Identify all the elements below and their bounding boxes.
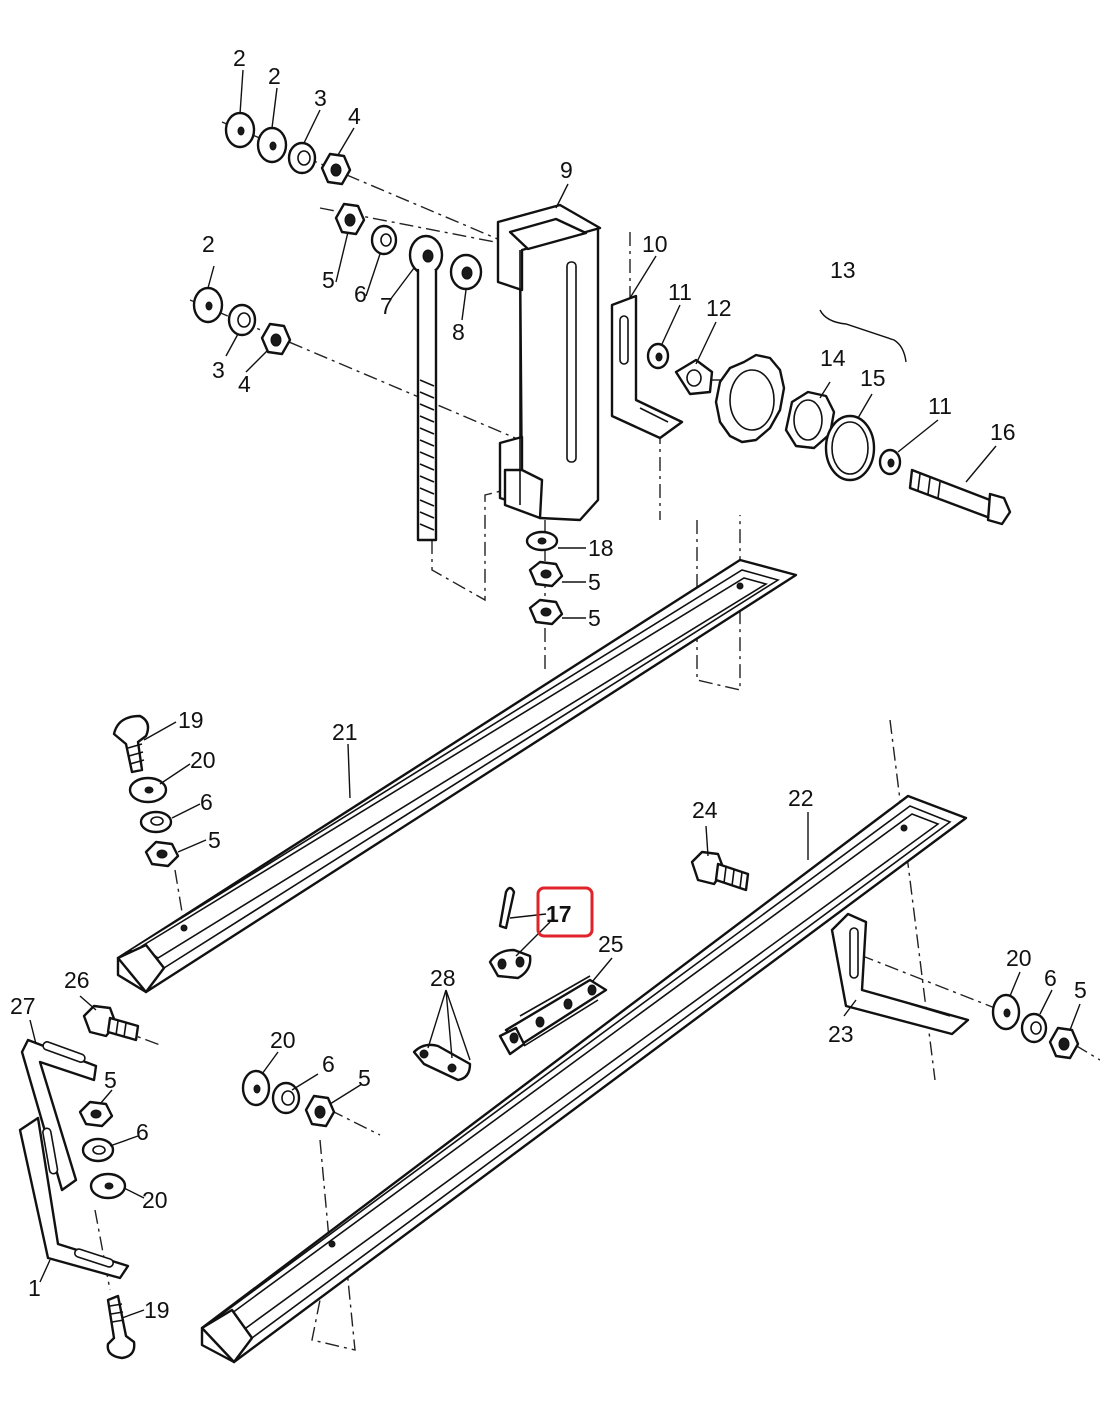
callout-7: 7 — [380, 293, 393, 319]
callout-17-highlight-box — [536, 886, 594, 938]
callout-6-d: 6 — [322, 1051, 335, 1077]
callout-20-d: 20 — [1006, 945, 1032, 971]
callout-6-c: 6 — [136, 1119, 149, 1145]
sprocket-assembly — [714, 309, 1012, 526]
callout-23: 23 — [828, 1021, 854, 1047]
callout-18: 18 — [588, 535, 614, 561]
callout-20-a: 20 — [190, 747, 216, 773]
callout-6-b: 6 — [200, 789, 213, 815]
bolt-24 — [690, 850, 750, 892]
callout-24: 24 — [692, 797, 718, 823]
callout-14: 14 — [820, 345, 846, 371]
callout-21: 21 — [332, 719, 358, 745]
callout-11-a: 11 — [668, 279, 692, 305]
callout-10: 10 — [642, 231, 668, 257]
callout-1: 1 — [28, 1275, 41, 1301]
callout-25: 25 — [598, 931, 624, 957]
callout-9: 9 — [560, 157, 573, 183]
callout-12: 12 — [706, 295, 732, 321]
callout-22: 22 — [788, 785, 814, 811]
callout-20-b: 20 — [142, 1187, 168, 1213]
callout-6-e: 6 — [1044, 965, 1057, 991]
callout-8: 8 — [452, 319, 465, 345]
bracket-9 — [496, 203, 602, 522]
callout-3-a: 3 — [314, 85, 327, 111]
callout-19-a: 19 — [178, 707, 204, 733]
callout-5-c: 5 — [588, 605, 601, 631]
callout-4-b: 4 — [238, 371, 251, 397]
callout-2-b: 2 — [268, 63, 281, 89]
callout-20-c: 20 — [270, 1027, 296, 1053]
center-nuts — [525, 530, 564, 626]
rail-21 — [116, 558, 798, 994]
callout-5-a: 5 — [322, 267, 335, 293]
bracket-27 — [18, 1038, 130, 1280]
callout-3-b: 3 — [212, 357, 225, 383]
callout-4-a: 4 — [348, 103, 361, 129]
right-hardware — [991, 993, 1080, 1060]
callout-27: 27 — [10, 993, 36, 1019]
callout-11-b: 11 — [928, 393, 952, 419]
callout-13: 13 — [830, 257, 856, 283]
bolt-26 — [82, 1004, 140, 1042]
callout-6-a: 6 — [354, 281, 367, 307]
callout-2-a: 2 — [233, 45, 246, 71]
chain-parts — [412, 886, 608, 1082]
callout-labels: 2 2 3 4 9 10 11 12 13 14 15 11 16 2 5 6 … — [10, 45, 1087, 1323]
callout-28: 28 — [430, 965, 456, 991]
bracket-10 — [610, 294, 714, 440]
rail-22 — [200, 794, 968, 1364]
leader-lines — [29, 69, 1081, 1319]
callout-5-e: 5 — [104, 1067, 117, 1093]
left-upper-hardware — [112, 714, 180, 868]
callout-26: 26 — [64, 967, 90, 993]
callout-5-d: 5 — [208, 827, 221, 853]
callout-15: 15 — [860, 365, 886, 391]
left-mid-hardware — [78, 1100, 127, 1200]
callout-2-c: 2 — [202, 231, 215, 257]
bracket-23 — [830, 912, 970, 1036]
eye-bolt-7 — [408, 234, 444, 542]
callout-5-g: 5 — [1074, 977, 1087, 1003]
callout-17: 17 — [546, 901, 572, 927]
bolt-19-bottom — [106, 1294, 136, 1360]
top-hardware — [192, 111, 483, 356]
center-bottom-hardware — [241, 1069, 336, 1128]
callout-16: 16 — [990, 419, 1016, 445]
callout-5-f: 5 — [358, 1065, 371, 1091]
callout-5-b: 5 — [588, 569, 601, 595]
callout-19-b: 19 — [144, 1297, 170, 1323]
